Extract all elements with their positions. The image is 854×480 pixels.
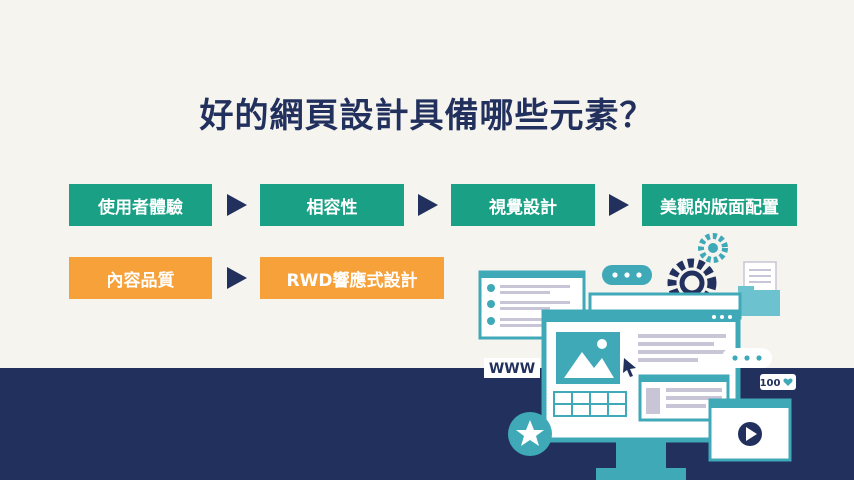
page-title: 好的網頁設計具備哪些元素？: [199, 96, 655, 136]
cursor-icon: [623, 358, 636, 377]
like-count: 100: [760, 378, 781, 389]
monitor: [541, 309, 741, 480]
chat-icon: [602, 265, 652, 285]
element-compatibility: 相容性: [260, 184, 404, 226]
arrow-right-icon: [227, 267, 247, 289]
element-layout: 美觀的版面配置: [642, 184, 797, 226]
chat-icon: [722, 348, 772, 368]
like-badge: 100: [760, 374, 796, 390]
arrow-right-icon: [227, 194, 247, 216]
element-rwd: RWD響應式設計: [260, 257, 444, 299]
web-design-illustration: WWW: [478, 233, 796, 480]
folder-icon: [738, 261, 780, 316]
heart-icon: [783, 378, 793, 386]
www-badge: WWW: [484, 358, 540, 378]
star-icon: [508, 412, 552, 456]
image-icon: [556, 332, 620, 384]
element-user-experience: 使用者體驗: [69, 184, 212, 226]
arrow-right-icon: [418, 194, 438, 216]
element-content-quality: 內容品質: [69, 257, 212, 299]
element-visual-design: 視覺設計: [451, 184, 595, 226]
www-label: WWW: [489, 361, 535, 377]
video-window: [708, 398, 792, 462]
arrow-right-icon: [609, 194, 629, 216]
